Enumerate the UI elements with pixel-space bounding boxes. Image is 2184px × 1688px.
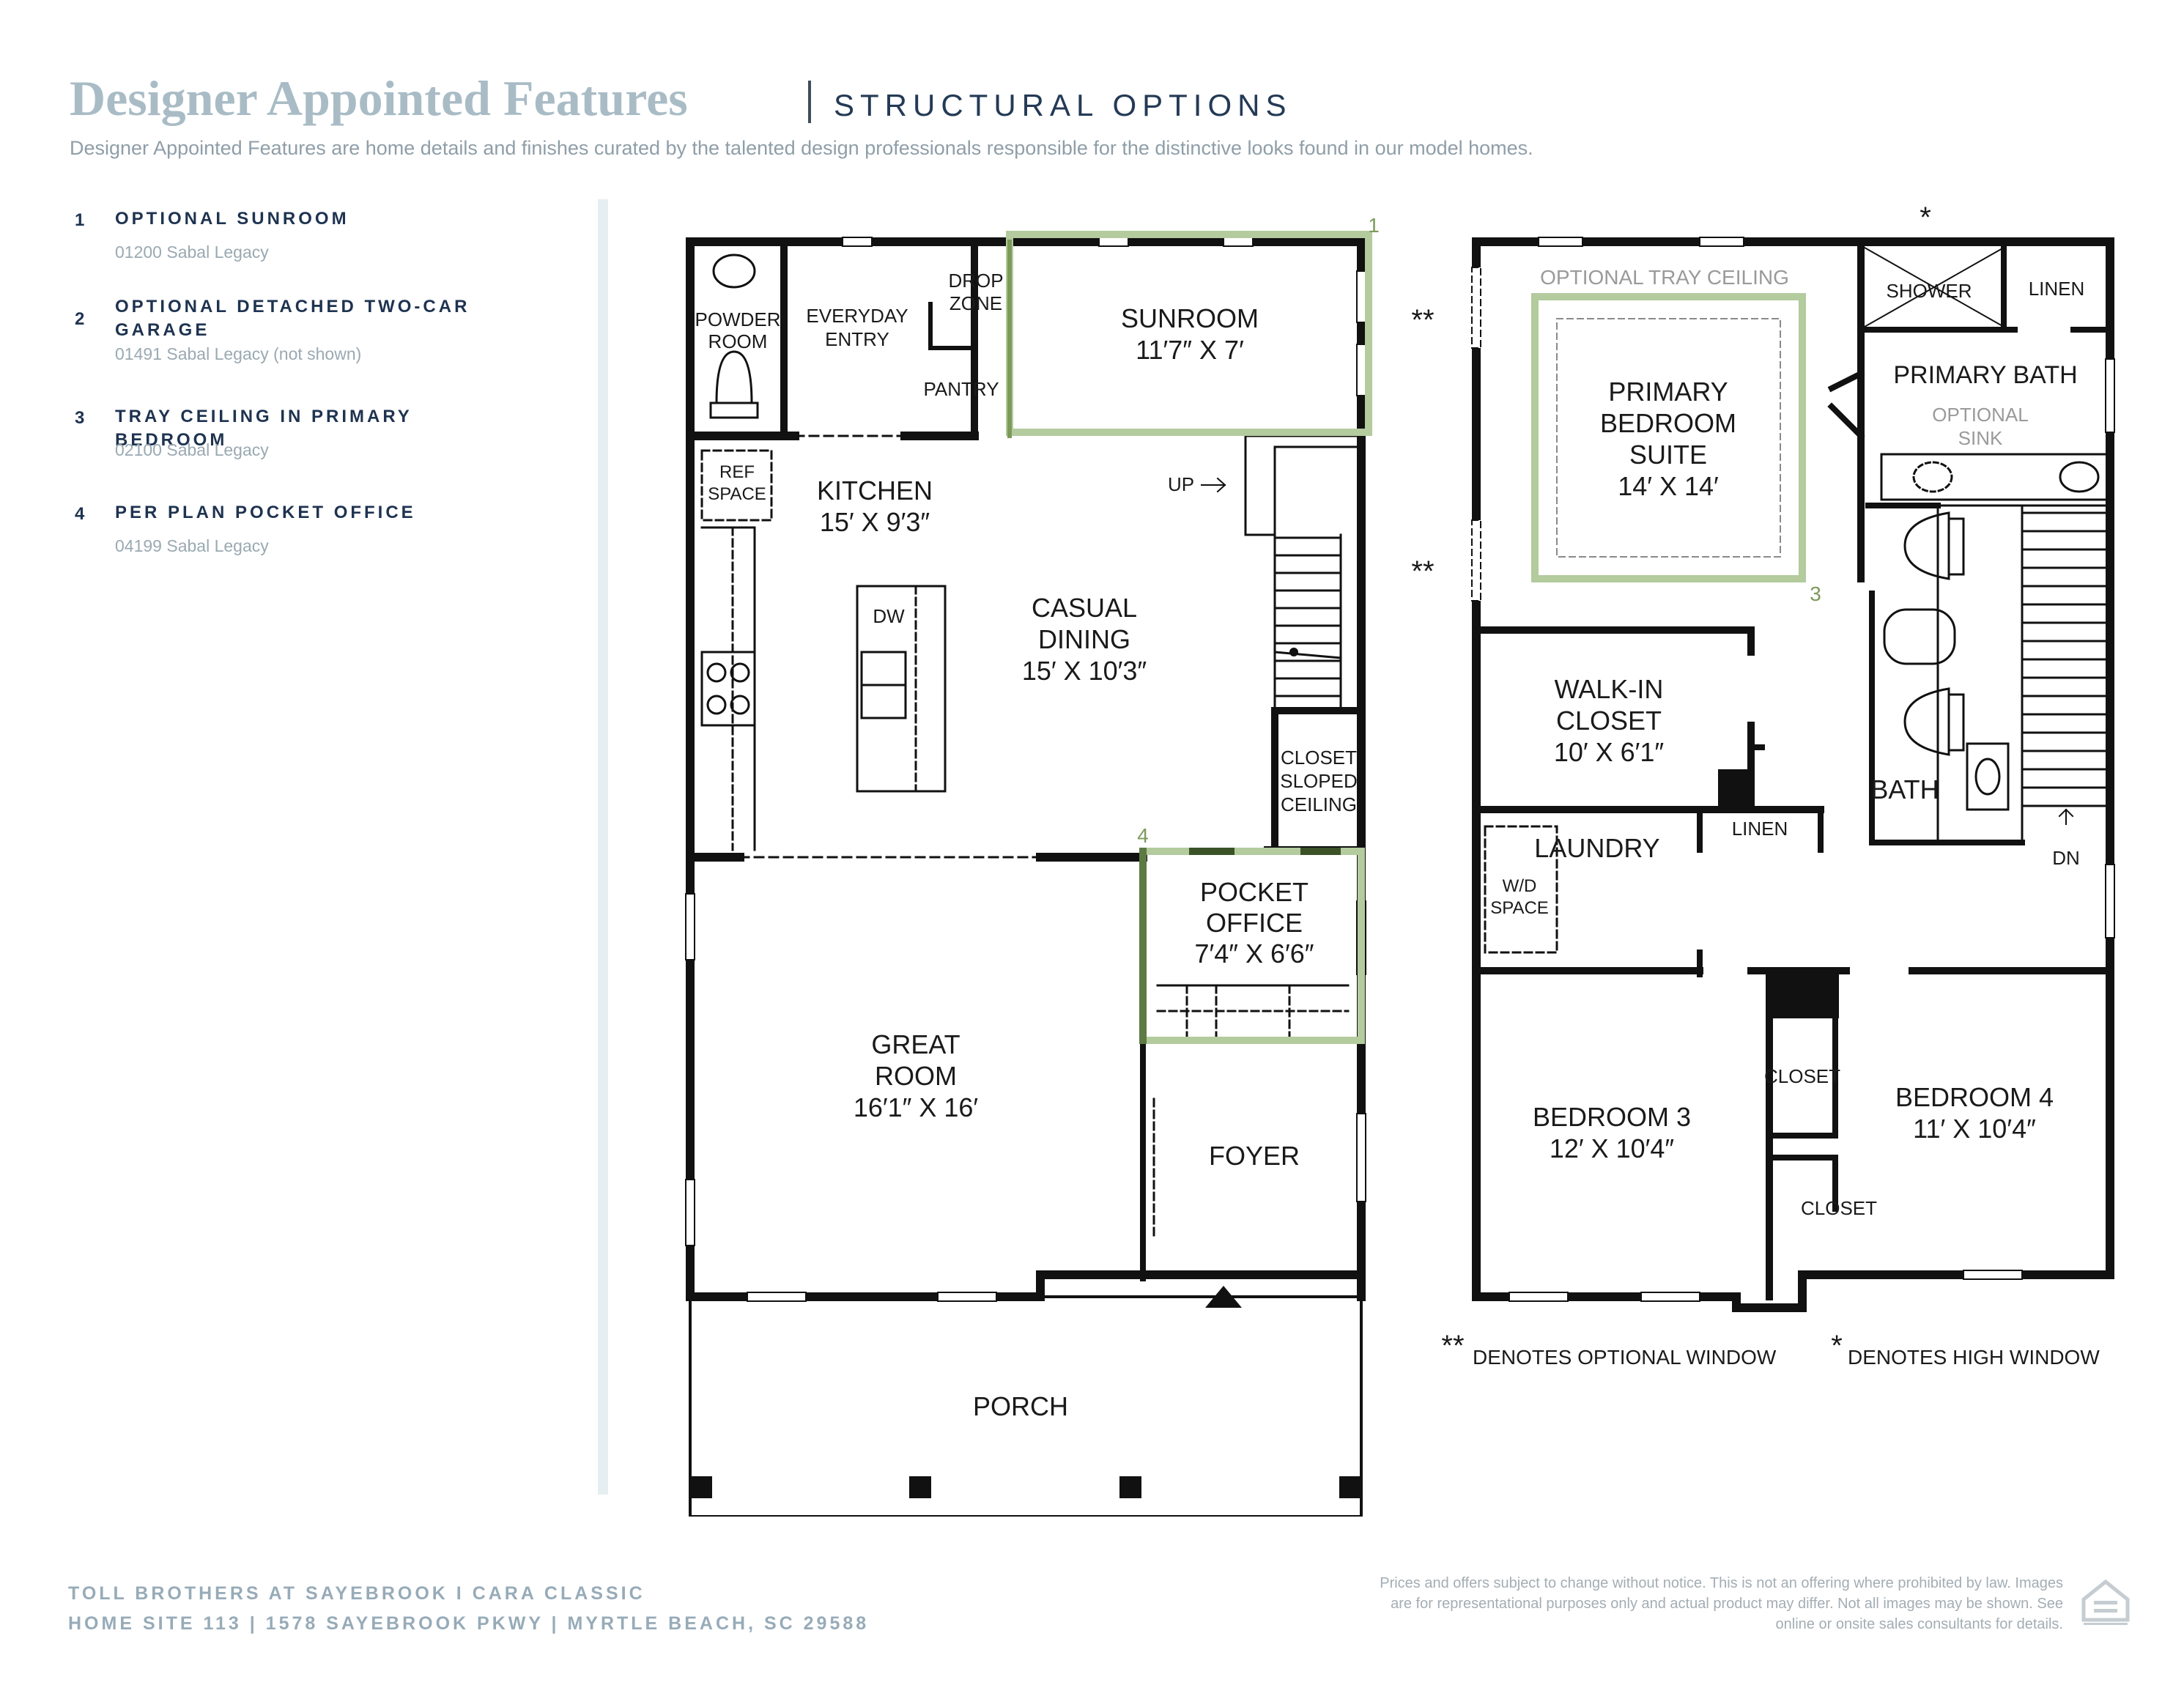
room-label: GREAT <box>871 1029 960 1059</box>
option-code: 04199 Sabal Legacy <box>115 536 269 555</box>
option-number: 2 <box>75 309 85 329</box>
legend-mark: * <box>1831 1330 1843 1362</box>
optional-window-mark: ** <box>1411 555 1434 588</box>
legend-text: DENOTES OPTIONAL WINDOW <box>1473 1346 1777 1369</box>
page-title: Designer Appointed Features <box>70 70 688 126</box>
optional-sink-label: SINK <box>1958 427 2003 449</box>
optional-window-mark: ** <box>1411 304 1434 336</box>
room-dimensions: 15′ X 10′3″ <box>1022 656 1147 686</box>
room-label: WALK-IN <box>1555 674 1664 704</box>
title-divider <box>808 81 811 123</box>
room-label: BEDROOM 3 <box>1533 1102 1691 1132</box>
room-label: LAUNDRY <box>1534 833 1659 863</box>
room-label: FOYER <box>1209 1141 1300 1171</box>
room-label: PANTRY <box>923 378 999 400</box>
room-label: CLOSET <box>1281 747 1357 769</box>
room-label: SPACE <box>1490 898 1549 918</box>
intro-text: Designer Appointed Features are home det… <box>70 137 1533 159</box>
room-label: CASUAL <box>1032 593 1137 623</box>
room-label: BEDROOM <box>1600 408 1736 438</box>
equal-housing-icon <box>2081 1579 2130 1625</box>
room-dimensions: 14′ X 14′ <box>1618 471 1719 501</box>
option-number: 3 <box>75 408 85 428</box>
room-label: BEDROOM 4 <box>1895 1082 2054 1112</box>
room-label: REF <box>719 462 755 482</box>
room-label: LINEN <box>1732 818 1788 840</box>
room-label: CLOSET <box>1764 1065 1840 1087</box>
room-dimensions: 7′4″ X 6′6″ <box>1194 939 1314 969</box>
room-label: ROOM <box>875 1061 957 1091</box>
room-dimensions: 11′ X 10′4″ <box>1913 1114 2036 1144</box>
option-number: 1 <box>75 210 85 230</box>
appliance-label: DW <box>873 605 905 627</box>
room-label: SPACE <box>708 484 766 504</box>
room-label: DROP <box>948 270 1003 292</box>
room-label: OFFICE <box>1206 908 1303 938</box>
legend-mark: ** <box>1441 1330 1464 1362</box>
option-code: 01491 Sabal Legacy (not shown) <box>115 344 362 363</box>
room-label: POCKET <box>1200 877 1308 907</box>
tray-ceiling-label: OPTIONAL TRAY CEILING <box>1540 266 1789 289</box>
room-label: LINEN <box>2029 278 2085 300</box>
option-code: 02100 Sabal Legacy <box>115 440 269 459</box>
second-floor-plan <box>1471 237 2115 1312</box>
room-dimensions: 10′ X 6′1″ <box>1554 737 1665 767</box>
room-label: DINING <box>1038 624 1130 654</box>
option-title: OPTIONAL DETACHED TWO-CAR GARAGE <box>115 297 470 340</box>
room-label: SHOWER <box>1887 280 1972 302</box>
room-label: CEILING <box>1281 793 1357 815</box>
option-marker: 4 <box>1137 824 1149 847</box>
option-code: 01200 Sabal Legacy <box>115 243 269 262</box>
page-subtitle: STRUCTURAL OPTIONS <box>834 88 1292 122</box>
room-label: POWDER <box>695 308 781 330</box>
floor-plans: POWDER ROOM EVERYDAY ENTRY DROP ZONE PAN… <box>685 201 2115 1517</box>
room-label: ROOM <box>708 330 768 352</box>
high-window-mark: * <box>1920 201 1931 234</box>
room-label: PRIMARY BATH <box>1893 361 2077 389</box>
room-label: ENTRY <box>825 328 889 350</box>
disclaimer-text: Prices and offers subject to change with… <box>1380 1575 2063 1632</box>
side-rule <box>598 199 608 1495</box>
room-label: PRIMARY <box>1608 377 1728 407</box>
optional-sink-label: OPTIONAL <box>1932 404 2028 426</box>
footer-address: HOME SITE 113 | 1578 SAYEBROOK PKWY | MY… <box>68 1613 870 1634</box>
room-dimensions: 16′1″ X 16′ <box>854 1092 979 1122</box>
room-label: W/D <box>1503 876 1537 896</box>
option-title: TRAY CEILING IN PRIMARY BEDROOM <box>115 407 412 450</box>
footer-community: TOLL BROTHERS AT SAYEBROOK I CARA CLASSI… <box>68 1583 645 1604</box>
room-label: KITCHEN <box>817 475 933 506</box>
room-label: SUNROOM <box>1121 303 1259 333</box>
option-number: 4 <box>75 504 85 524</box>
room-label: PORCH <box>973 1391 1068 1421</box>
room-dimensions: 12′ X 10′4″ <box>1550 1133 1675 1163</box>
room-dimensions: 11′7″ X 7′ <box>1136 335 1244 365</box>
stair-label: DN <box>2052 847 2080 869</box>
option-marker: 1 <box>1368 214 1380 237</box>
room-label: CLOSET <box>1556 706 1662 736</box>
stair-label: UP <box>1168 473 1194 495</box>
room-label: CLOSET <box>1801 1197 1877 1219</box>
legend-text: DENOTES HIGH WINDOW <box>1848 1346 2100 1369</box>
room-dimensions: 15′ X 9′3″ <box>820 507 930 537</box>
room-label: BATH <box>1870 774 1939 804</box>
option-marker: 3 <box>1810 582 1821 605</box>
option-title: PER PLAN POCKET OFFICE <box>115 503 416 522</box>
room-label: EVERYDAY <box>806 305 908 327</box>
room-label: SLOPED <box>1280 770 1358 792</box>
room-label: SUITE <box>1629 440 1707 470</box>
option-title: OPTIONAL SUNROOM <box>115 209 349 229</box>
room-label: ZONE <box>950 292 1002 314</box>
first-floor-plan <box>685 231 1372 1517</box>
